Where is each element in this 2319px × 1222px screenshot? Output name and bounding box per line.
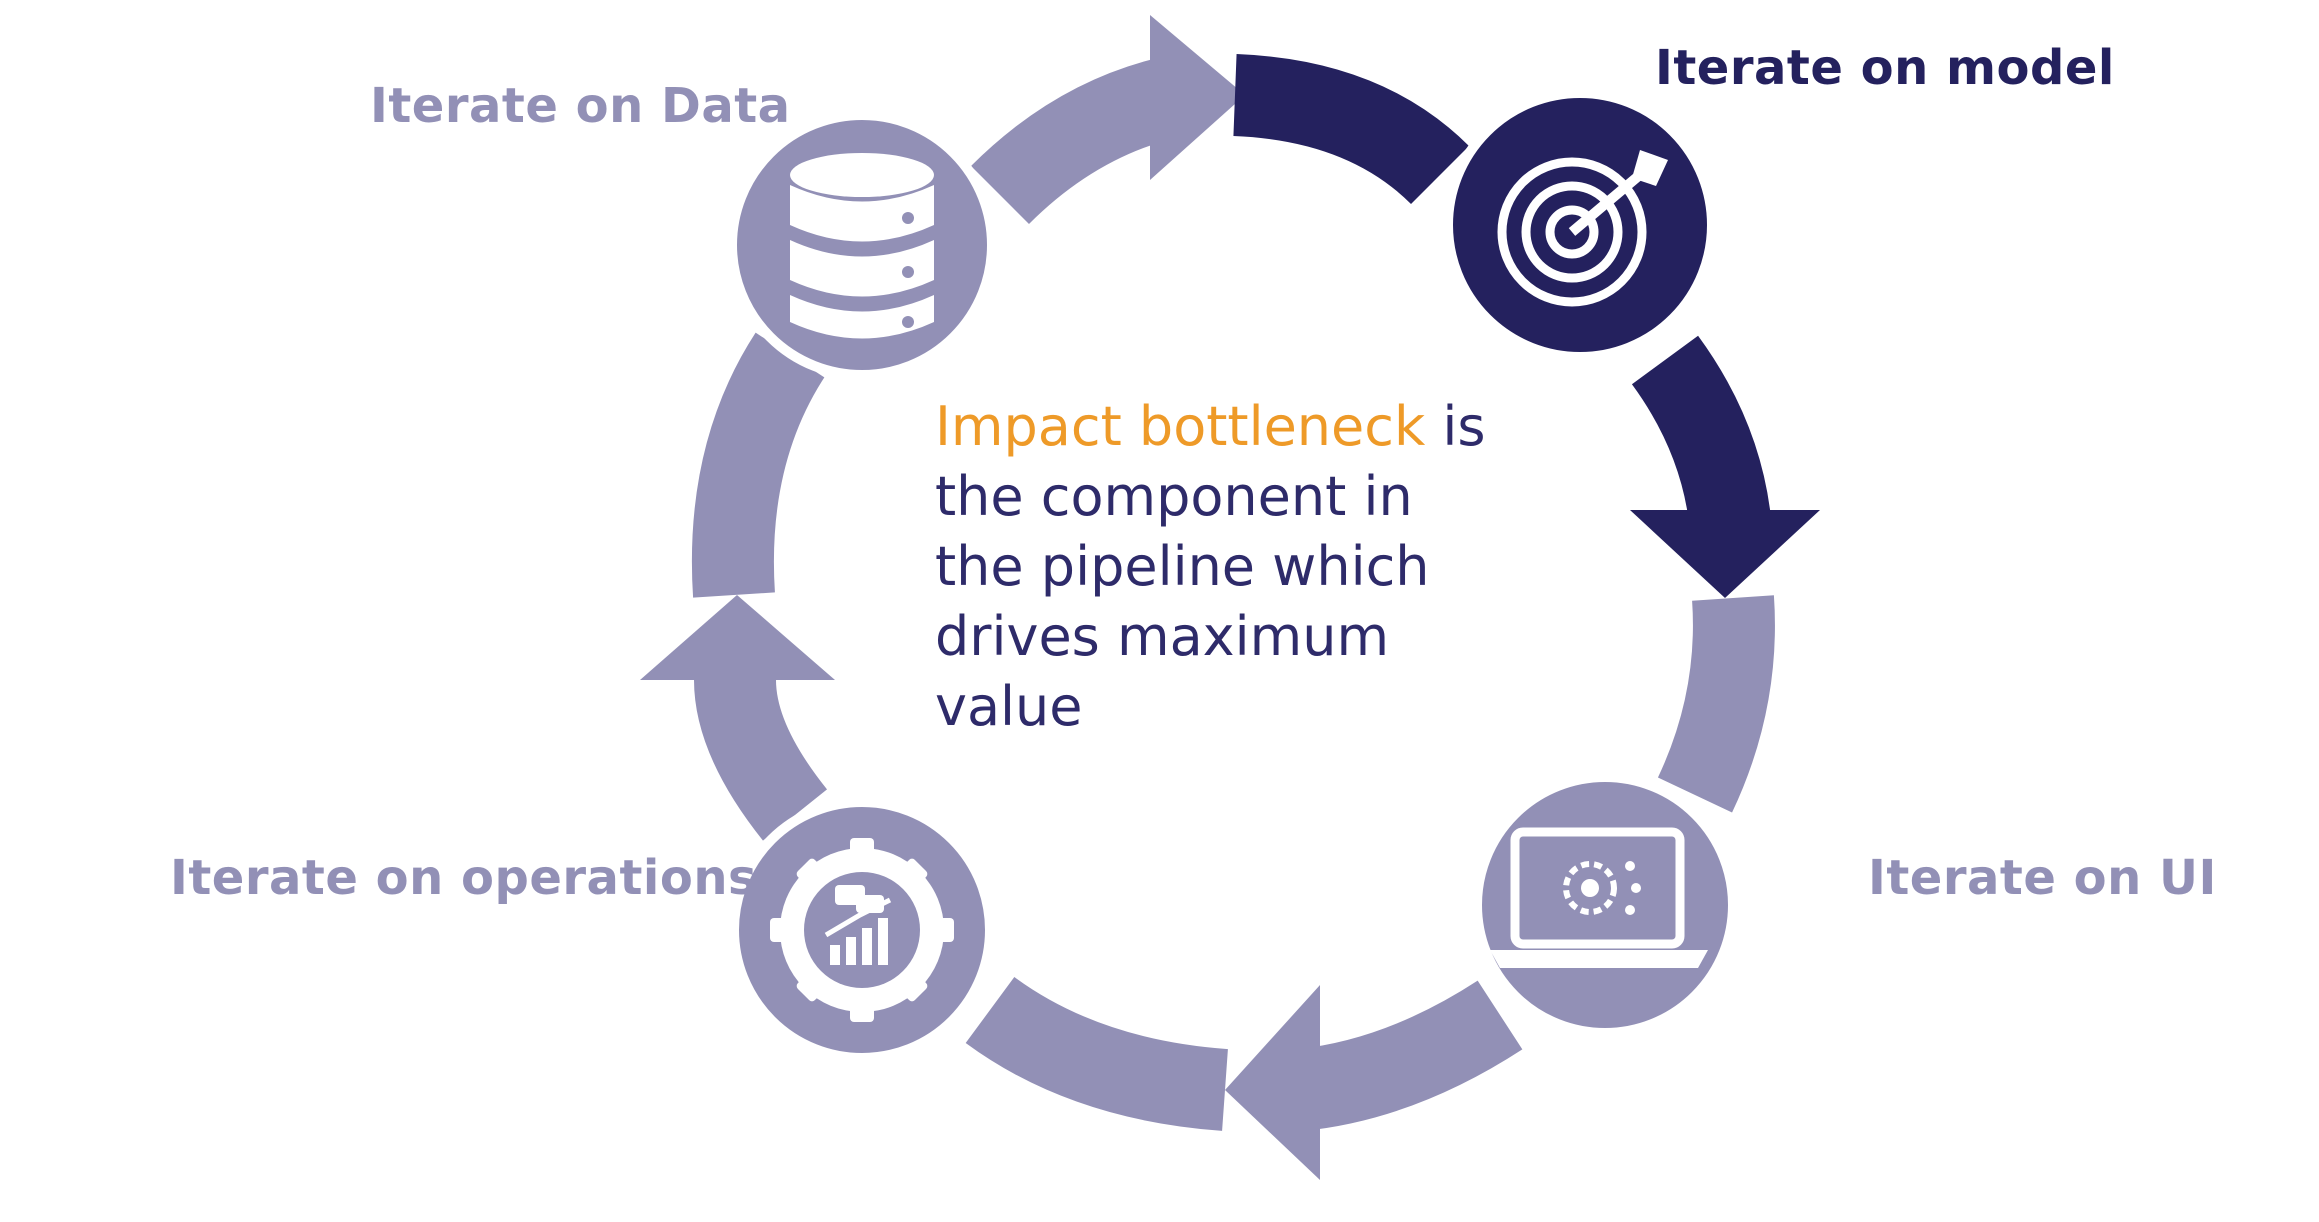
center-line-3: the pipeline which	[935, 535, 1430, 598]
stage-label-ui: Iterate on UI	[1868, 850, 2217, 906]
stage-label-data: Iterate on Data	[370, 78, 791, 134]
database-icon	[790, 153, 934, 339]
center-line-4: drives maximum	[935, 605, 1390, 668]
gear-chart-icon	[770, 838, 954, 1022]
center-line-2: the component in	[935, 465, 1413, 528]
arrow-model-to-ui	[1630, 335, 1820, 598]
target-icon	[1497, 150, 1668, 307]
arrow-left-segment	[691, 332, 825, 598]
arrow-right-segment	[1657, 595, 1775, 813]
center-line-5: value	[935, 675, 1083, 738]
stage-node-data	[727, 110, 997, 380]
arrow-ui-to-operations	[1225, 980, 1523, 1180]
laptop-icon	[1490, 827, 1708, 968]
center-line-1: Impact bottleneck is	[935, 392, 1575, 462]
arrow-bottom-left-segment	[965, 976, 1229, 1131]
arrow-model-segment	[1232, 54, 1469, 205]
center-description: Impact bottleneck is the component in th…	[935, 392, 1575, 742]
stage-label-operations: Iterate on operations	[170, 850, 758, 906]
stage-node-ui	[1472, 772, 1738, 1038]
stage-node-operations	[729, 797, 995, 1063]
stage-label-model: Iterate on model	[1655, 40, 2115, 96]
center-line-1-rest: is	[1425, 395, 1486, 458]
arrow-data-to-model	[971, 15, 1245, 225]
stage-node-model	[1443, 88, 1717, 362]
arrow-operations-to-data	[640, 595, 835, 841]
impact-bottleneck-highlight: Impact bottleneck	[935, 395, 1426, 458]
